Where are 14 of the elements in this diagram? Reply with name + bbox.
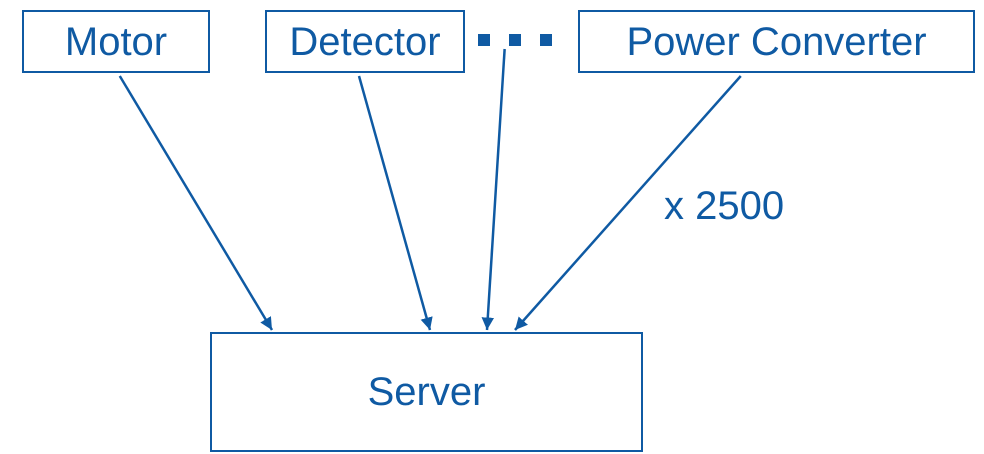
process-box xyxy=(578,10,975,73)
arrow xyxy=(482,48,506,330)
arrow xyxy=(358,76,433,330)
node-label: Server xyxy=(368,370,486,414)
process-box xyxy=(210,332,643,452)
ellipsis-dots xyxy=(478,34,552,46)
process-box xyxy=(265,10,465,73)
node-label: Detector xyxy=(289,20,441,64)
arrow xyxy=(118,75,274,331)
process-box xyxy=(22,10,210,73)
node-label: Motor xyxy=(64,20,168,64)
count-label: x 2500 xyxy=(664,184,784,229)
arrow xyxy=(514,75,742,331)
node-label: Power Converter xyxy=(626,20,927,64)
